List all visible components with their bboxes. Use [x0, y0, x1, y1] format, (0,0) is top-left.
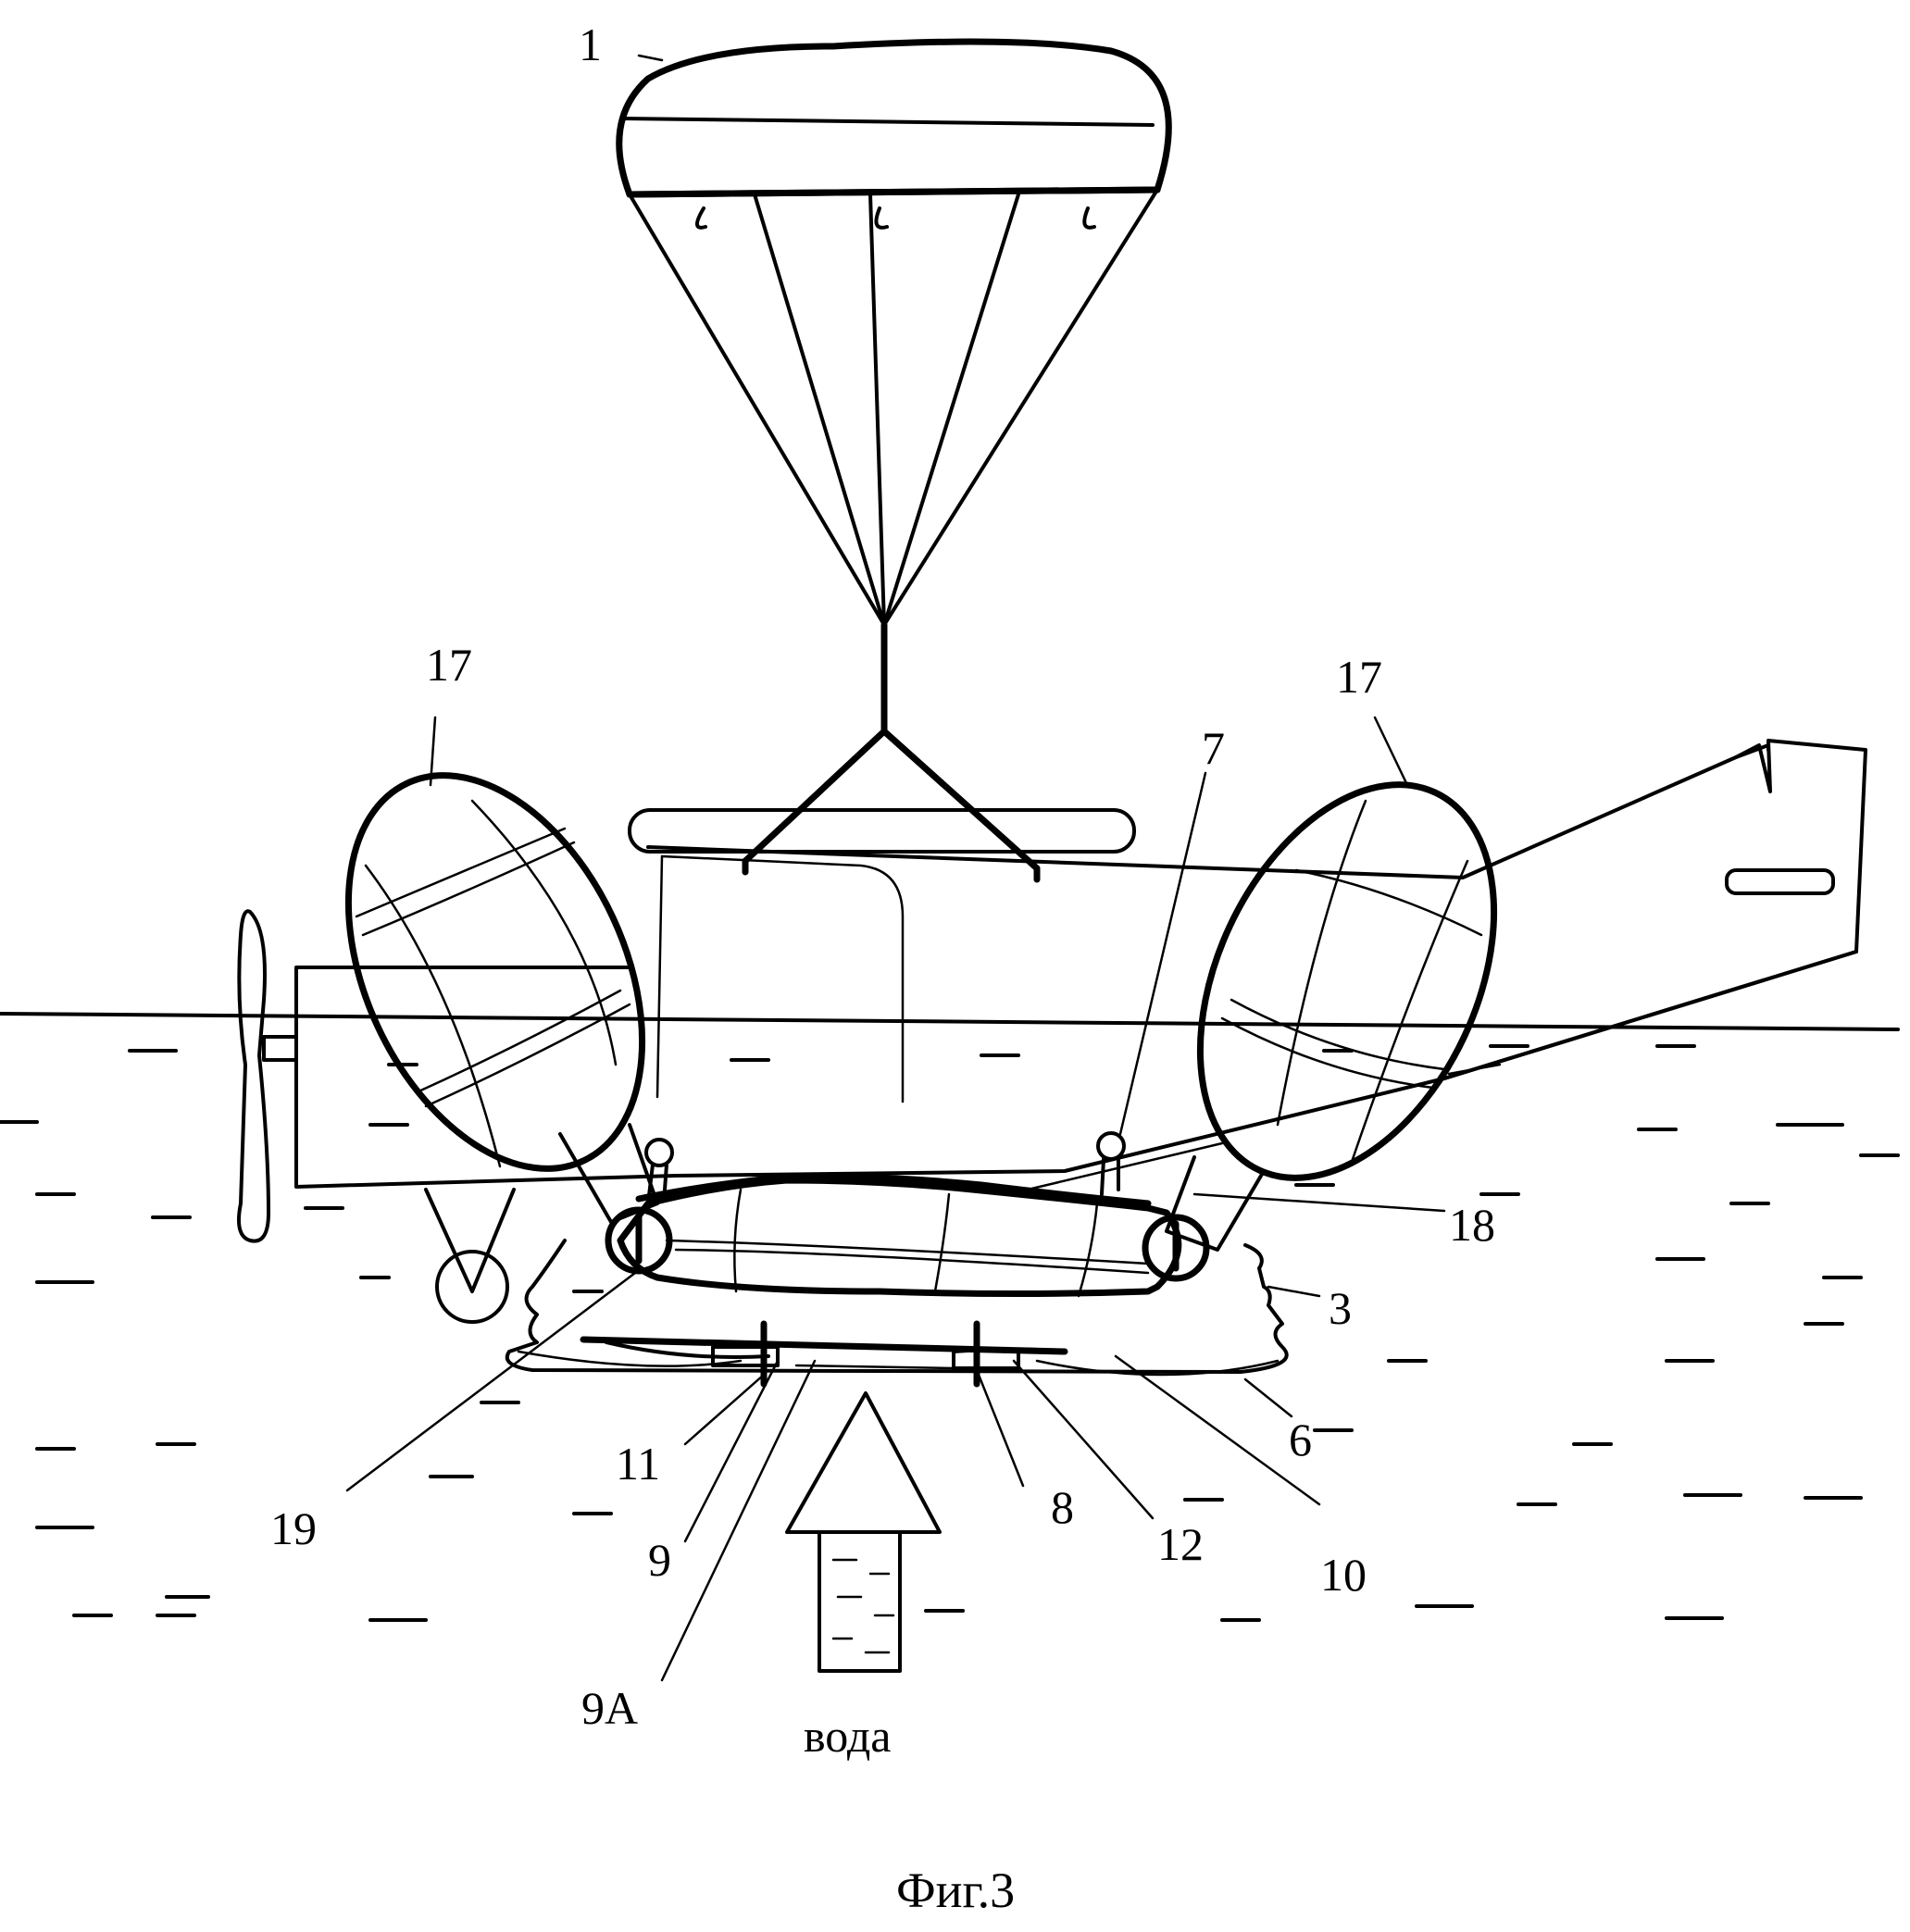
leader-lines [345, 54, 1446, 1682]
label-17-left: 17 [426, 639, 472, 691]
hinge-left [644, 1138, 674, 1205]
label-9: 9 [648, 1534, 671, 1586]
part-labels: 1 17 17 7 18 3 6 10 12 8 11 9 9А 19 вода… [270, 19, 1495, 1918]
joint-right [1142, 1214, 1210, 1282]
propeller [237, 909, 298, 1243]
water-label: вода [804, 1710, 891, 1762]
label-9a: 9А [581, 1682, 638, 1734]
label-7: 7 [1202, 722, 1225, 774]
label-8: 8 [1051, 1481, 1074, 1533]
label-17-right: 17 [1336, 651, 1382, 703]
label-6: 6 [1289, 1414, 1312, 1465]
figure-caption: Фиг.3 [896, 1863, 1015, 1918]
parachute-lines [628, 188, 1159, 883]
label-1: 1 [579, 19, 602, 70]
label-18: 18 [1449, 1199, 1495, 1251]
strap-18 [635, 1141, 1224, 1207]
valve-assembly [580, 1320, 1068, 1388]
landing-gear [424, 1188, 516, 1324]
label-12: 12 [1157, 1518, 1204, 1570]
float-balloon-left [344, 772, 659, 1224]
label-19: 19 [270, 1502, 317, 1554]
water-inflow-arrow [785, 1391, 942, 1673]
parachute-canopy [616, 38, 1172, 230]
aircraft-fuselage [294, 739, 1867, 1189]
label-3: 3 [1329, 1282, 1352, 1334]
water-surface [0, 1012, 1900, 1622]
label-11: 11 [616, 1438, 660, 1490]
hinge-right [1096, 1131, 1126, 1196]
float-balloon-right [1165, 781, 1498, 1252]
label-10: 10 [1320, 1549, 1367, 1601]
